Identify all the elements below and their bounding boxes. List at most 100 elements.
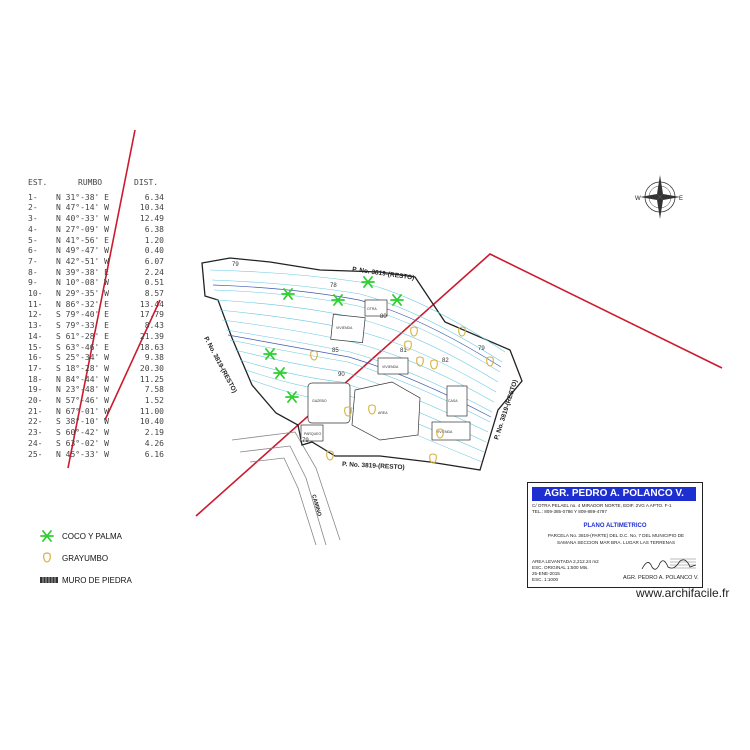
distance-cell: 2.19 <box>144 428 164 438</box>
palm-icon <box>263 348 277 360</box>
distance-cell: 12.49 <box>139 214 164 224</box>
svg-text:82: 82 <box>442 358 449 364</box>
station-cell: 7- <box>28 256 38 266</box>
distance-cell: 10.40 <box>139 417 164 427</box>
parcel-label-top: P. No. 3819-(RESTO) <box>352 266 415 282</box>
header-dist: DIST. <box>134 178 159 187</box>
grayumbo-shrubs <box>310 326 494 464</box>
table-row: 11- N 86°-32' E 13.44 <box>28 300 164 311</box>
station-cell: 5- <box>28 235 38 245</box>
plan-scale: ESC. ORIGINAL 1:500 Mts. <box>532 565 589 570</box>
station-cell: 25- <box>28 449 43 459</box>
bearing-cell: S 61°-28' E <box>56 331 109 341</box>
distance-cell: 4.26 <box>144 438 164 448</box>
distance-cell: 11.00 <box>139 406 164 416</box>
svg-text:90: 90 <box>338 372 345 378</box>
station-cell: 23- <box>28 428 43 438</box>
grayumbo-icon <box>429 453 437 464</box>
parcel-label-bottom: P. No. 3819-(RESTO) <box>342 461 405 471</box>
building-labels: VIVIENDA OTRA VIVIENDA CASA VIVIENDA GAZ… <box>304 307 458 436</box>
title-block: AGR. PEDRO A. POLANCO V. C/ OTRA PELAEL … <box>527 482 703 588</box>
parcel-label-left: P. No. 3819-(RESTO) <box>202 336 238 395</box>
distance-cell: 1.52 <box>144 396 164 406</box>
svg-text:79: 79 <box>232 262 239 268</box>
distance-cell: 10.34 <box>139 203 164 213</box>
station-cell: 14- <box>28 331 43 341</box>
signature-name: AGR. PEDRO A. POLANCO V. <box>623 575 699 581</box>
bearing-cell: N 41°-56' E <box>56 235 109 245</box>
header-rumbo: RUMBO <box>78 178 103 187</box>
svg-text:81: 81 <box>400 348 407 354</box>
red-boundary-lines <box>67 129 723 517</box>
grayumbo-icon <box>486 356 494 367</box>
parcel-label-right: P. No. 3819-(RESTO) <box>493 379 519 441</box>
station-cell: 11- <box>28 299 43 309</box>
parcel-boundary <box>201 257 523 471</box>
elevation-labels: 79 78 80 85 81 79 90 82 79 <box>232 262 485 444</box>
header-est: EST. <box>28 178 48 187</box>
bearing-cell: N 39°-38' E <box>56 267 109 277</box>
legend-label-muro: MURO DE PIEDRA <box>62 575 132 585</box>
palm-icon <box>281 288 295 300</box>
compass-west-label: W <box>635 196 641 202</box>
palm-icon <box>390 294 404 306</box>
signature-icon <box>641 558 697 570</box>
grayumbo-icon <box>344 406 352 417</box>
plan-area: AREA LEVANTADA 2,212.24 m2 <box>532 559 599 564</box>
station-cell: 15- <box>28 342 43 352</box>
watermark: www.archifacile.fr <box>636 586 730 600</box>
station-cell: 12- <box>28 310 43 320</box>
index-contours <box>212 284 502 418</box>
station-cell: 19- <box>28 385 43 395</box>
station-cell: 13- <box>28 321 43 331</box>
bearing-cell: N 42°-51' W <box>56 256 109 266</box>
palm-icon <box>361 276 375 288</box>
plan-description-line2: SAMANA SECCION MAR BRA. LUGAR LAS TERREN… <box>556 540 676 545</box>
bearing-cell: N 86°-32' E <box>56 299 109 309</box>
distance-cell: 21.39 <box>139 331 164 341</box>
station-cell: 17- <box>28 363 43 373</box>
distance-cell: 2.24 <box>144 267 164 277</box>
surveyor-name: AGR. PEDRO A. POLANCO V. <box>532 487 696 501</box>
plan-date: 25-ENE-2015 <box>532 571 560 576</box>
palm-icon <box>285 391 299 403</box>
svg-text:80: 80 <box>380 314 387 320</box>
distance-cell: 6.16 <box>144 449 164 459</box>
grayumbo-icon <box>416 356 424 367</box>
bearing-cell: N 40°-33' W <box>56 214 109 224</box>
svg-text:OTRA: OTRA <box>367 307 377 311</box>
distance-cell: 17.79 <box>139 310 164 320</box>
legend-item-coco: COCO Y PALMA <box>40 525 132 547</box>
svg-text:85: 85 <box>332 348 339 354</box>
distance-cell: 13.44 <box>139 299 164 309</box>
bearing-cell: N 84°-44' W <box>56 374 109 384</box>
distance-cell: 0.51 <box>144 278 164 288</box>
station-cell: 9- <box>28 278 38 288</box>
grayumbo-icon <box>326 450 334 461</box>
station-cell: 24- <box>28 438 43 448</box>
plan-description-line1: PARCELA No. 3819-(PARTE) DEL D.C. No. 7 … <box>547 533 685 538</box>
distance-cell: 18.63 <box>139 342 164 352</box>
palm-trees <box>263 276 404 403</box>
bearing-cell: N 29°-35' W <box>56 289 109 299</box>
svg-text:78: 78 <box>330 283 337 289</box>
station-cell: 22- <box>28 417 43 427</box>
palm-icon <box>273 367 287 379</box>
